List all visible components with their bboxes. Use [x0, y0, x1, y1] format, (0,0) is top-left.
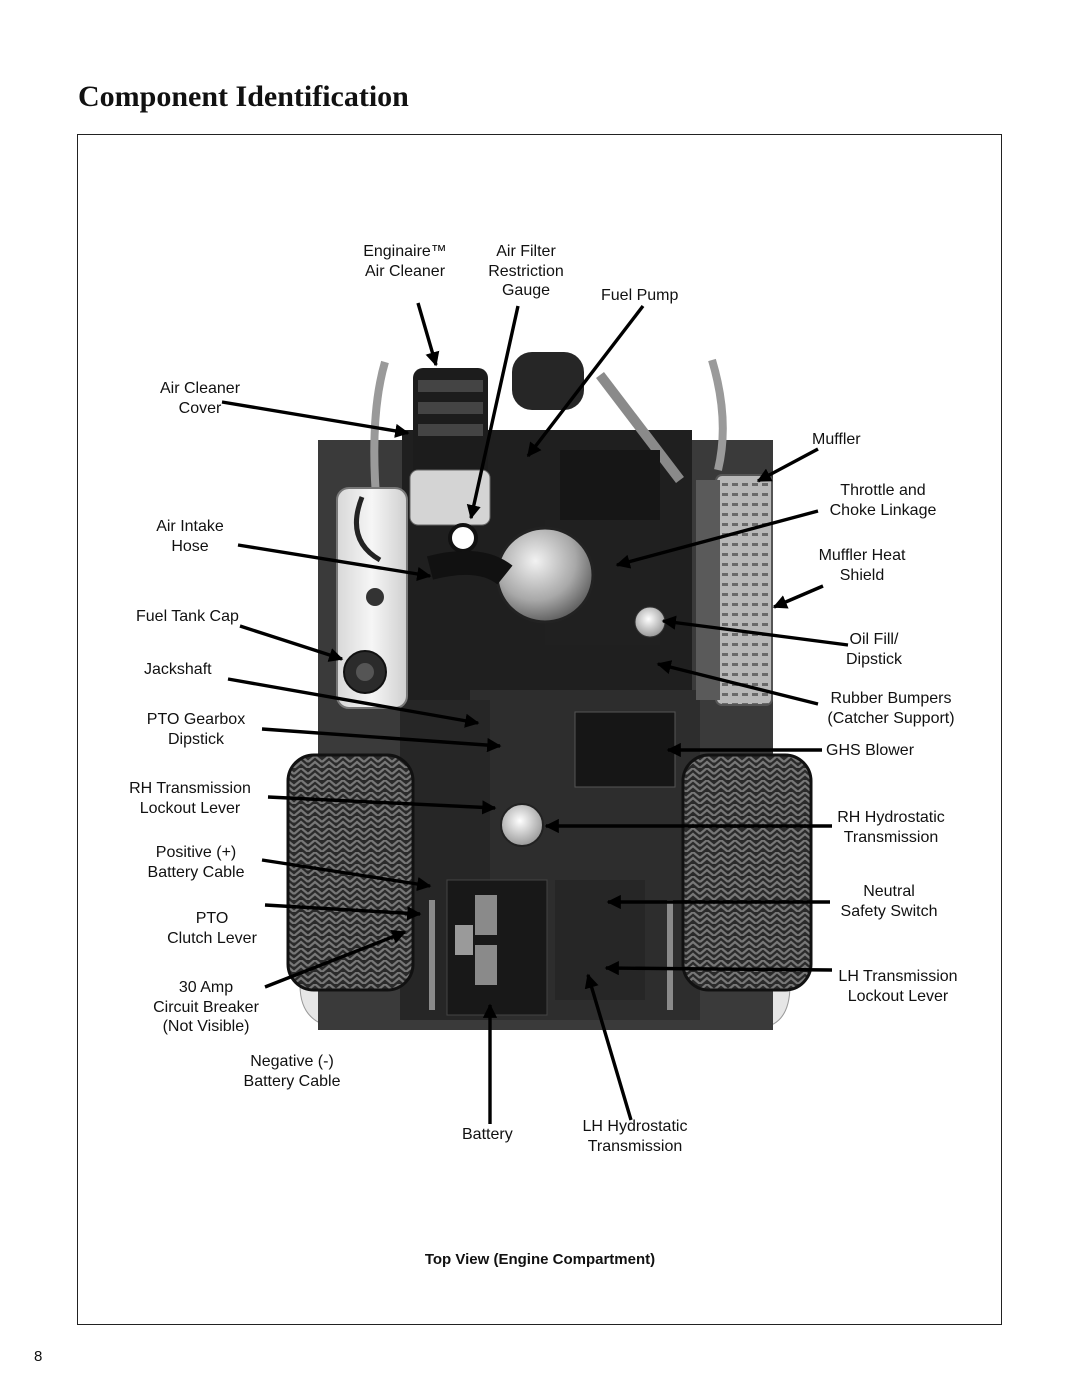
figure-caption: Top View (Engine Compartment): [424, 1251, 656, 1268]
rear-tire-right: [681, 753, 813, 992]
page-number: 8: [34, 1348, 43, 1365]
label-air-filter-restriction-gauge: Air Filter Restriction Gauge: [488, 243, 564, 299]
label-pto-gearbox-dipstick: PTO Gearbox Dipstick: [146, 711, 246, 748]
label-air-cleaner-cover: Air Cleaner Cover: [159, 380, 241, 417]
muffler-shield: [696, 474, 773, 706]
label-enginaire-air-cleaner: Enginaire™ Air Cleaner: [363, 243, 447, 280]
label-neutral-safety-switch: Neutral Safety Switch: [840, 883, 938, 920]
label-jackshaft: Jackshaft: [144, 661, 212, 678]
label-air-intake-hose: Air Intake Hose: [156, 518, 224, 555]
label-rubber-bumpers: Rubber Bumpers (Catcher Support): [827, 690, 955, 727]
label-positive-battery-cable: Positive (+) Battery Cable: [147, 844, 245, 881]
label-battery: Battery: [462, 1126, 513, 1143]
ghs-blower: [574, 711, 676, 788]
page-title: Component Identification: [78, 80, 409, 113]
label-lh-transmission-lockout-lever: LH Transmission Lockout Lever: [838, 968, 958, 1005]
battery-block: [429, 879, 673, 1016]
label-fuel-pump: Fuel Pump: [601, 287, 679, 304]
label-fuel-tank-cap: Fuel Tank Cap: [136, 608, 239, 625]
label-rh-hydrostatic-transmission: RH Hydrostatic Transmission: [837, 809, 945, 846]
label-negative-battery-cable: Negative (-) Battery Cable: [243, 1053, 341, 1090]
figure-frame: [77, 134, 1002, 1325]
label-rh-transmission-lockout-lever: RH Transmission Lockout Lever: [129, 780, 251, 817]
label-throttle-choke-linkage: Throttle and Choke Linkage: [829, 482, 937, 519]
label-muffler: Muffler: [812, 431, 861, 448]
label-oil-fill-dipstick: Oil Fill/ Dipstick: [845, 631, 902, 668]
label-lh-hydrostatic-transmission: LH Hydrostatic Transmission: [582, 1118, 688, 1155]
label-ghs-blower: GHS Blower: [826, 742, 915, 759]
air-cleaner: [409, 368, 491, 553]
label-muffler-heat-shield: Muffler Heat Shield: [818, 547, 906, 584]
leader-arrows: [221, 302, 849, 1124]
engine-block: [426, 450, 666, 645]
label-pto-clutch-lever: PTO Clutch Lever: [167, 910, 257, 947]
fuel-tank: [336, 487, 408, 709]
label-30-amp-circuit-breaker: 30 Amp Circuit Breaker (Not Visible): [153, 979, 259, 1035]
